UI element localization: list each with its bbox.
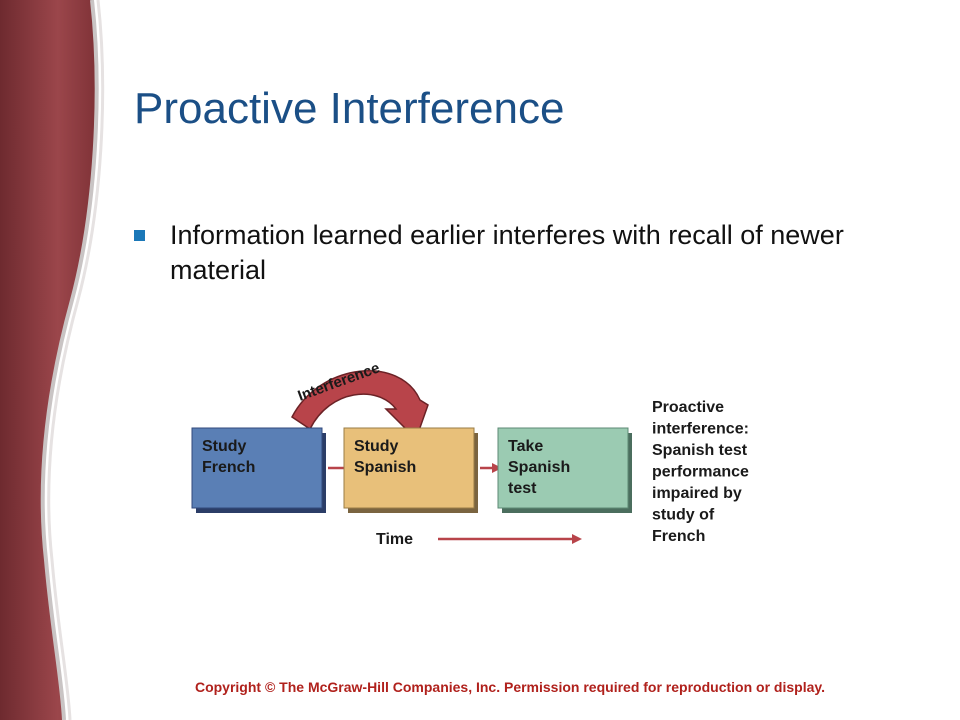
caption-line1: Proactive (652, 399, 724, 416)
square-bullet-icon (134, 230, 145, 241)
caption-line2: interference: (652, 421, 749, 438)
interference-curved-arrow (291, 370, 429, 441)
caption-line4: performance (652, 464, 749, 481)
caption-line3: Spanish test (652, 442, 748, 459)
box2-line2: Spanish (354, 459, 416, 476)
slide-title: Proactive Interference (134, 84, 565, 133)
diagram-caption: Proactive interference: Spanish test per… (652, 399, 753, 545)
time-label: Time (376, 531, 413, 548)
svg-text:Take Spanish test: Take Spanish test (508, 438, 575, 497)
time-arrow (438, 534, 582, 544)
box1-line1: Study (202, 438, 247, 455)
interference-diagram: Interference Study French Study Spanish … (191, 359, 753, 548)
take-spanish-test-box: Take Spanish test (497, 427, 632, 513)
svg-text:Study Spanish: Study Spanish (354, 438, 416, 476)
box1-line2: French (202, 459, 255, 476)
box3-line2: Spanish (508, 459, 570, 476)
bullet-item: Information learned earlier interferes w… (134, 218, 874, 288)
box3-line1: Take (508, 438, 543, 455)
svg-text:Study French: Study French (202, 438, 255, 476)
box2-line1: Study (354, 438, 399, 455)
left-decorative-band (0, 0, 105, 720)
caption-line5: impaired by (652, 485, 742, 502)
caption-line7: French (652, 528, 705, 545)
box3-line3: test (508, 480, 537, 497)
caption-line6: study of (652, 507, 715, 524)
study-french-box: Study French (191, 427, 326, 513)
flow-arrow-2 (480, 463, 502, 473)
copyright-notice: Copyright © The McGraw-Hill Companies, I… (194, 679, 826, 695)
bullet-text: Information learned earlier interferes w… (170, 220, 844, 285)
study-spanish-box: Study Spanish (343, 427, 478, 513)
